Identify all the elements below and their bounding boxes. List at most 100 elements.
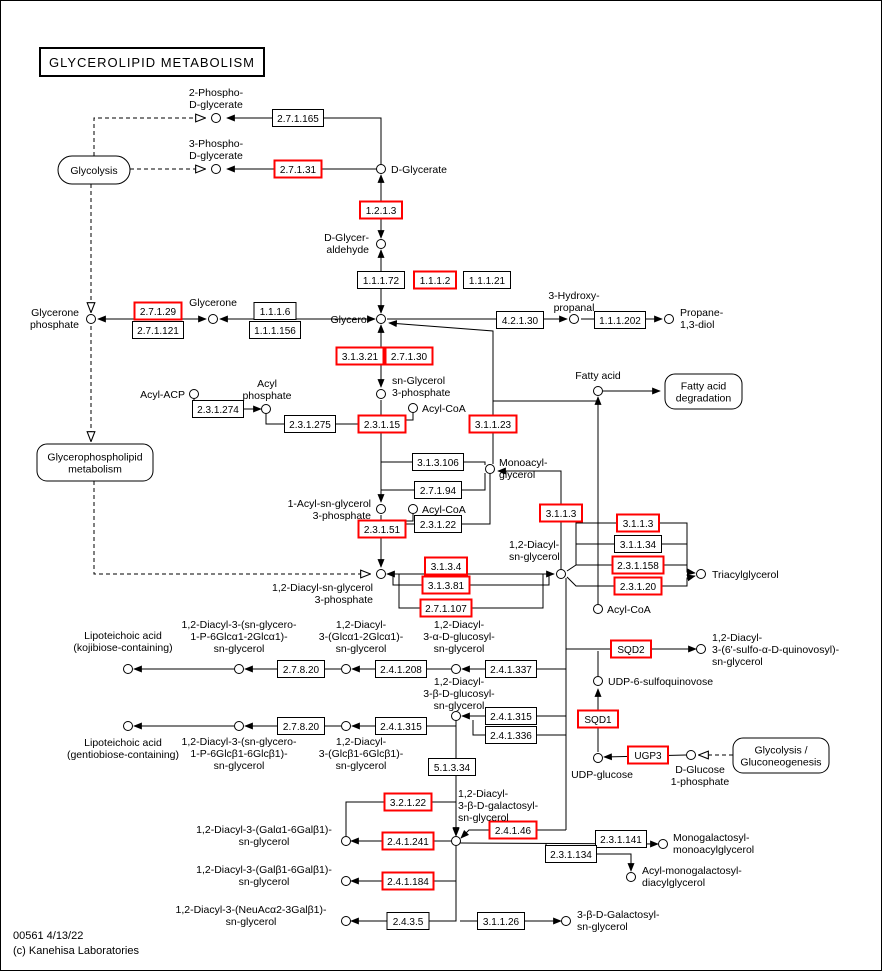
- enzyme-box-2-4-1-315-34[interactable]: 2.4.1.315: [485, 707, 537, 725]
- compound-3-hydroxypropanal[interactable]: [569, 314, 579, 324]
- enzyme-box-2-7-1-121-7[interactable]: 2.7.1.121: [132, 321, 184, 339]
- enzyme-box-2-7-1-107-29[interactable]: 2.7.1.107: [419, 598, 473, 618]
- enzyme-box-ugp3-39[interactable]: UGP3: [627, 745, 669, 765]
- connector-line: [497, 467, 562, 569]
- enzyme-box-5-1-3-34-40[interactable]: 5.1.3.34: [428, 758, 476, 776]
- compound-triacylglycerol[interactable]: [696, 569, 706, 579]
- compound-glca-glca-dag[interactable]: [341, 664, 351, 674]
- enzyme-box-sqd1-38[interactable]: SQD1: [577, 709, 619, 729]
- enzyme-box-4-2-1-30-10[interactable]: 4.2.1.30: [496, 311, 544, 329]
- compound-beta-d-glucosyl-dag[interactable]: [451, 711, 461, 721]
- enzyme-box-2-4-3-5-47[interactable]: 2.4.3.5: [386, 912, 430, 930]
- enzyme-box-2-3-1-20-26[interactable]: 2.3.1.20: [613, 576, 663, 596]
- enzyme-box-3-1-1-3-23[interactable]: 3.1.1.3: [616, 513, 660, 533]
- enzyme-box-2-4-1-46-42[interactable]: 2.4.1.46: [488, 820, 538, 840]
- compound-alpha-d-glucosyl-dag[interactable]: [451, 664, 461, 674]
- compound-gala-galb-dag[interactable]: [341, 836, 351, 846]
- enzyme-box-1-1-1-2-4[interactable]: 1.1.1.2: [413, 270, 457, 290]
- enzyme-box-3-2-1-22-41[interactable]: 3.2.1.22: [383, 792, 433, 812]
- enzyme-box-1-1-1-156-9[interactable]: 1.1.1.156: [249, 321, 301, 339]
- enzyme-box-3-1-1-34-24[interactable]: 3.1.1.34: [614, 535, 662, 553]
- compound-acyl-coa-2[interactable]: [408, 504, 418, 514]
- enzyme-box-label: 2.3.1.141: [600, 835, 642, 846]
- pathway-link-glycolysis-gluconeogenesis[interactable]: Glycolysis /Gluconeogenesis: [732, 737, 830, 774]
- enzyme-box-2-3-1-141-44[interactable]: 2.3.1.141: [595, 830, 647, 848]
- map-id: 00561 4/13/22: [13, 930, 84, 942]
- compound-sulfoquinovosyl-dag[interactable]: [696, 644, 706, 654]
- compound-propane-1-3-diol[interactable]: [664, 314, 674, 324]
- enzyme-box-2-4-1-337-33[interactable]: 2.4.1.337: [485, 660, 537, 678]
- compound-1-2-diacyl-sn-glycerol-3-phosphate[interactable]: [376, 569, 386, 579]
- compound-sn-glycerol-3-phosphate[interactable]: [376, 389, 386, 399]
- enzyme-box-bg: [414, 515, 462, 533]
- compound-lipoteichoic-acid-gentiobiose[interactable]: [123, 721, 133, 731]
- enzyme-box-2-3-1-274-14[interactable]: 2.3.1.274: [192, 400, 244, 418]
- enzyme-box-1-1-1-202-11[interactable]: 1.1.1.202: [594, 311, 646, 329]
- enzyme-box-2-7-1-165-0[interactable]: 2.7.1.165: [272, 109, 324, 127]
- compound-glycerophospho-glcb-glcb-dag[interactable]: [234, 721, 244, 731]
- enzyme-box-2-4-1-184-46[interactable]: 2.4.1.184: [381, 871, 435, 891]
- compound-monogalactosyl-monoacylglycerol[interactable]: [658, 839, 668, 849]
- compound-lipoteichoic-acid-kojibiose[interactable]: [123, 664, 133, 674]
- compound-acyl-phosphate[interactable]: [261, 404, 271, 414]
- pathway-link-glycolysis[interactable]: Glycolysis: [57, 155, 131, 185]
- enzyme-box-2-7-8-20-31[interactable]: 2.7.8.20: [277, 660, 325, 678]
- enzyme-box-1-2-1-3-2[interactable]: 1.2.1.3: [359, 200, 403, 220]
- compound-3-beta-d-galactosyl-sn-glycerol[interactable]: [561, 916, 571, 926]
- enzyme-box-2-4-1-336-35[interactable]: 2.4.1.336: [485, 726, 537, 744]
- enzyme-box-2-4-1-241-43[interactable]: 2.4.1.241: [381, 831, 435, 851]
- compound-d-glycerate[interactable]: [376, 164, 386, 174]
- compound-udp-6-sulfoquinovose[interactable]: [593, 676, 603, 686]
- compound-d-glucose-1-phosphate[interactable]: [686, 750, 696, 760]
- enzyme-box-2-7-1-30-13[interactable]: 2.7.1.30: [384, 346, 434, 366]
- enzyme-box-2-3-1-158-25[interactable]: 2.3.1.158: [611, 555, 665, 575]
- compound-label-glycerophospho-glca-glca-dag: sn-glycerol: [214, 643, 265, 655]
- enzyme-box-sqd2-30[interactable]: SQD2: [610, 639, 652, 659]
- enzyme-box-2-7-1-94-19[interactable]: 2.7.1.94: [414, 481, 462, 499]
- compound-udp-glucose[interactable]: [593, 753, 603, 763]
- enzyme-box-3-1-3-21-12[interactable]: 3.1.3.21: [335, 346, 385, 366]
- enzyme-box-3-1-3-81-28[interactable]: 3.1.3.81: [421, 575, 471, 595]
- compound-acyl-monogalactosyl-diacylglycerol[interactable]: [626, 872, 636, 882]
- enzyme-box-2-7-8-20-36[interactable]: 2.7.8.20: [277, 717, 325, 735]
- enzyme-box-3-1-3-4-27[interactable]: 3.1.3.4: [424, 556, 468, 576]
- compound-glycerone[interactable]: [208, 314, 218, 324]
- enzyme-box-2-3-1-275-15[interactable]: 2.3.1.275: [284, 415, 336, 433]
- enzyme-box-1-1-1-72-3[interactable]: 1.1.1.72: [357, 271, 405, 289]
- enzyme-box-2-4-1-315-37[interactable]: 2.4.1.315: [375, 717, 427, 735]
- compound-monoacylglycerol[interactable]: [485, 464, 495, 474]
- enzyme-box-2-3-1-134-45[interactable]: 2.3.1.134: [545, 845, 597, 863]
- compound-3-phospho-d-glycerate[interactable]: [211, 164, 221, 174]
- enzyme-box-3-1-1-3-22[interactable]: 3.1.1.3: [539, 503, 583, 523]
- enzyme-box-2-7-1-31-1[interactable]: 2.7.1.31: [273, 159, 323, 179]
- compound-1-acyl-sn-glycerol-3-phosphate[interactable]: [376, 504, 386, 514]
- enzyme-box-2-3-1-51-21[interactable]: 2.3.1.51: [357, 519, 407, 539]
- compound-glycerol[interactable]: [376, 314, 386, 324]
- enzyme-box-2-4-1-208-32[interactable]: 2.4.1.208: [375, 660, 427, 678]
- enzyme-box-3-1-3-106-18[interactable]: 3.1.3.106: [412, 453, 464, 471]
- enzyme-box-2-7-1-29-6[interactable]: 2.7.1.29: [133, 301, 183, 321]
- compound-beta-d-galactosyl-dag[interactable]: [451, 836, 461, 846]
- compound-glcb-glcb-dag[interactable]: [341, 721, 351, 731]
- compound-fatty-acid[interactable]: [593, 386, 603, 396]
- compound-label-glycerophospho-glca-glca-dag: 1-P-6Glcα1-2Glcα1)-: [190, 631, 288, 643]
- compound-2-phospho-d-glycerate[interactable]: [211, 113, 221, 123]
- compound-glycerone-phosphate[interactable]: [86, 314, 96, 324]
- compound-d-glyceraldehyde[interactable]: [376, 239, 386, 249]
- enzyme-box-3-1-1-23-17[interactable]: 3.1.1.23: [468, 414, 518, 434]
- enzyme-box-2-3-1-22-20[interactable]: 2.3.1.22: [414, 515, 462, 533]
- compound-acyl-coa-1[interactable]: [408, 403, 418, 413]
- compound-acyl-coa-3[interactable]: [593, 604, 603, 614]
- enzyme-box-1-1-1-21-5[interactable]: 1.1.1.21: [463, 271, 511, 289]
- compound-neuac-galb-dag[interactable]: [341, 916, 351, 926]
- enzyme-box-1-1-1-6-8[interactable]: 1.1.1.6: [253, 302, 297, 320]
- enzyme-box-label: 2.3.1.22: [420, 520, 457, 531]
- compound-acyl-acp[interactable]: [189, 389, 199, 399]
- enzyme-box-2-3-1-15-16[interactable]: 2.3.1.15: [357, 414, 407, 434]
- compound-glycerophospho-glca-glca-dag[interactable]: [234, 664, 244, 674]
- compound-galb-galb-dag[interactable]: [341, 876, 351, 886]
- enzyme-box-3-1-1-26-48[interactable]: 3.1.1.26: [477, 912, 525, 930]
- compound-1-2-diacyl-sn-glycerol[interactable]: [556, 569, 566, 579]
